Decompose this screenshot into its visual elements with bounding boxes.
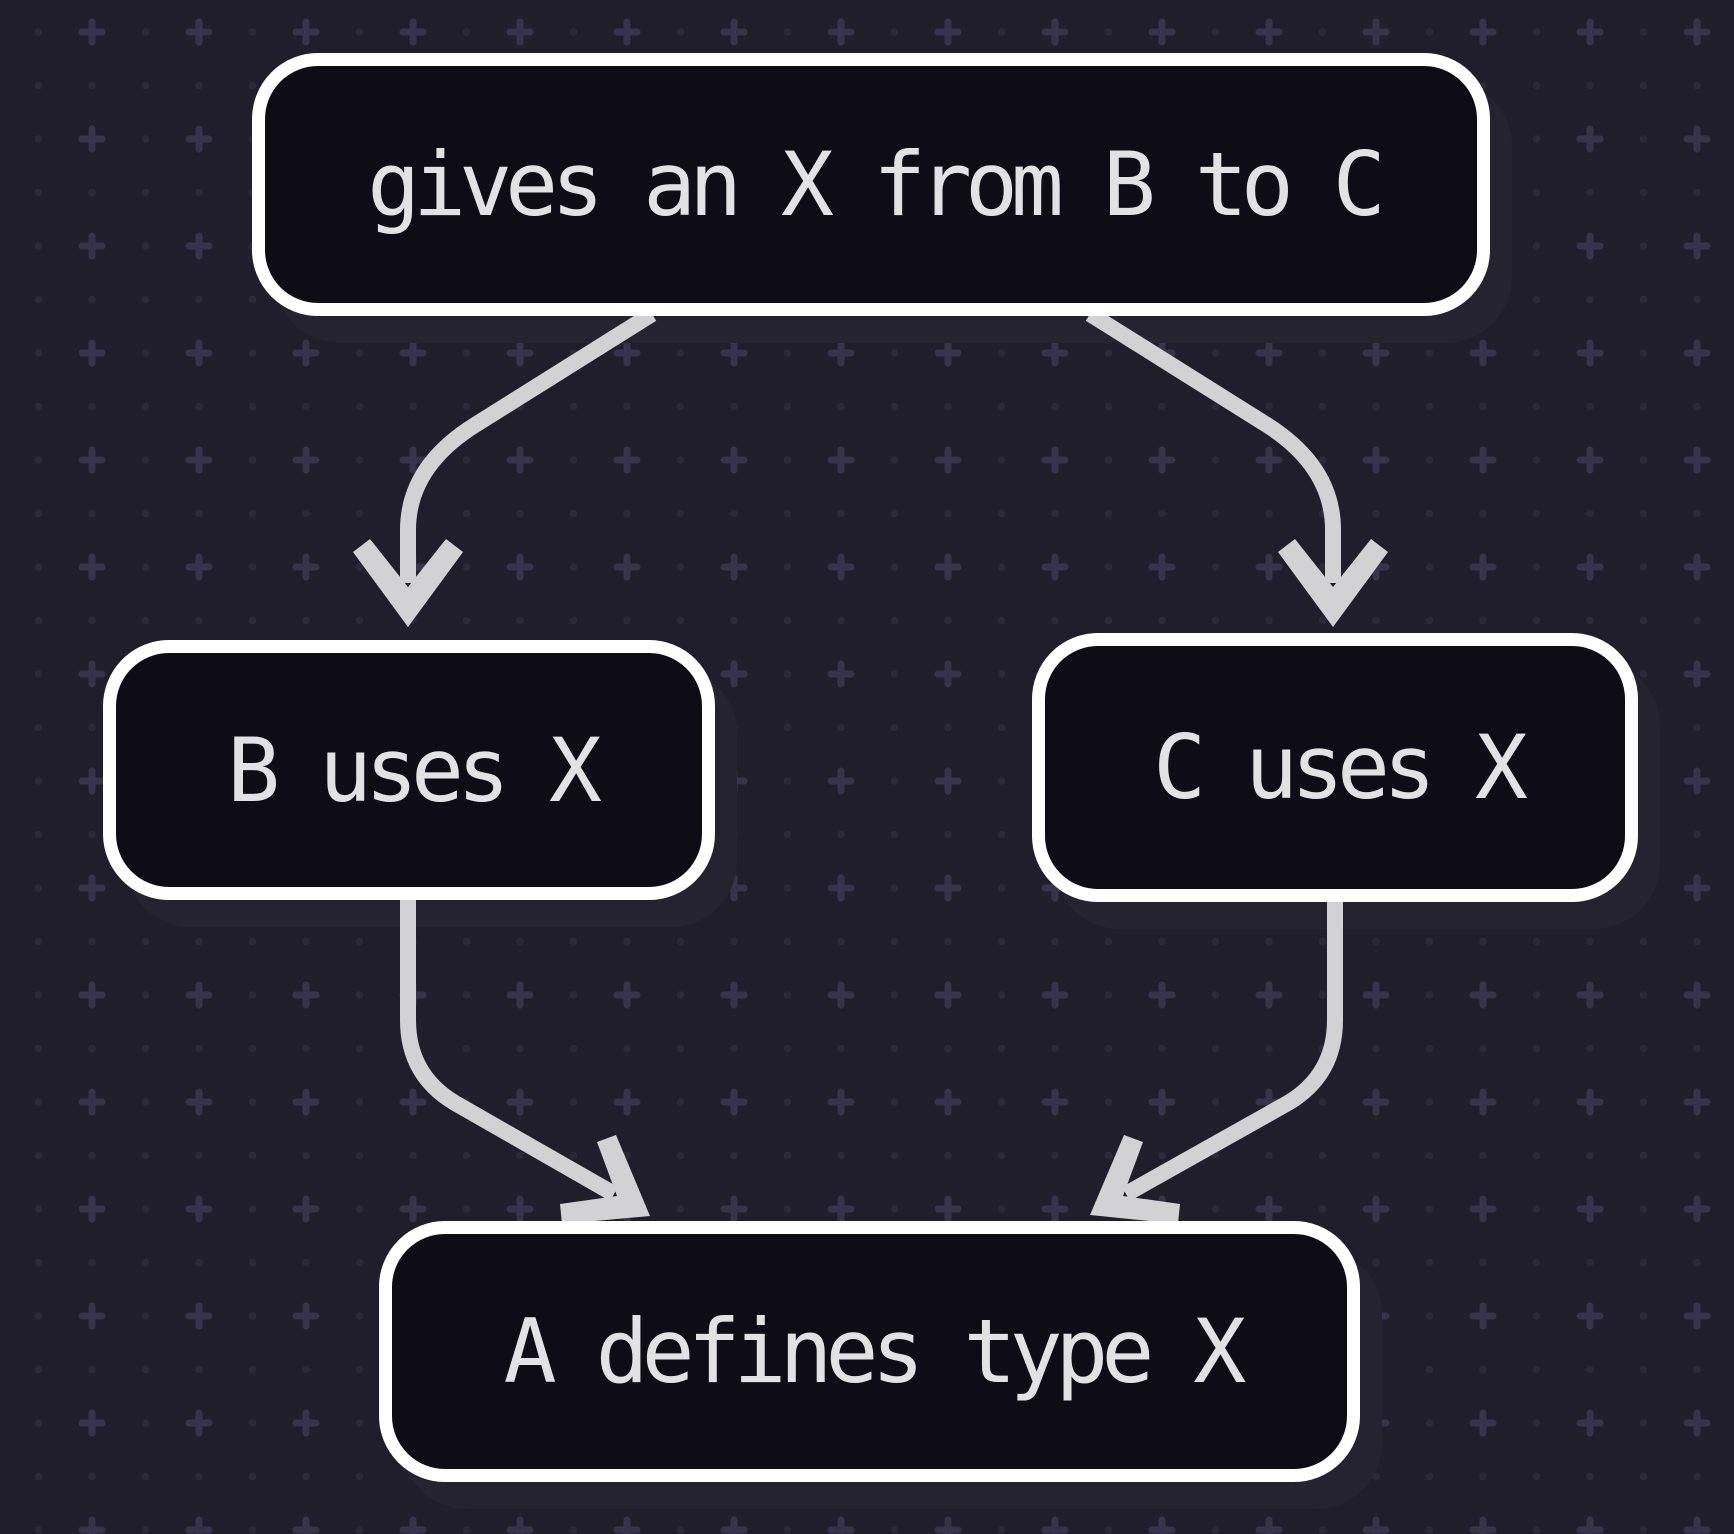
arrowhead-b-to-a bbox=[560, 1135, 650, 1224]
node-c-uses-x: C uses X bbox=[1032, 633, 1638, 902]
node-b-uses-x: B uses X bbox=[103, 640, 715, 900]
node-label: A defines type X bbox=[503, 1300, 1247, 1403]
edge-b-to-a bbox=[400, 898, 618, 1201]
node-label: gives an X from B to C bbox=[367, 133, 1386, 236]
node-label: C uses X bbox=[1153, 716, 1528, 819]
node-a-defines-type-x: A defines type X bbox=[379, 1221, 1360, 1482]
edge-action-to-b bbox=[400, 307, 657, 583]
arrowhead-to-c bbox=[1278, 539, 1388, 627]
edge-action-to-c bbox=[1085, 307, 1341, 583]
node-label: B uses X bbox=[227, 718, 602, 822]
arrowhead-to-b bbox=[353, 539, 463, 627]
arrowheads bbox=[353, 539, 1388, 1224]
node-gives-x-from-b-to-c: gives an X from B to C bbox=[252, 53, 1490, 316]
arrowhead-c-to-a bbox=[1090, 1135, 1180, 1224]
edges bbox=[400, 307, 1343, 1201]
edge-c-to-a bbox=[1122, 898, 1343, 1201]
